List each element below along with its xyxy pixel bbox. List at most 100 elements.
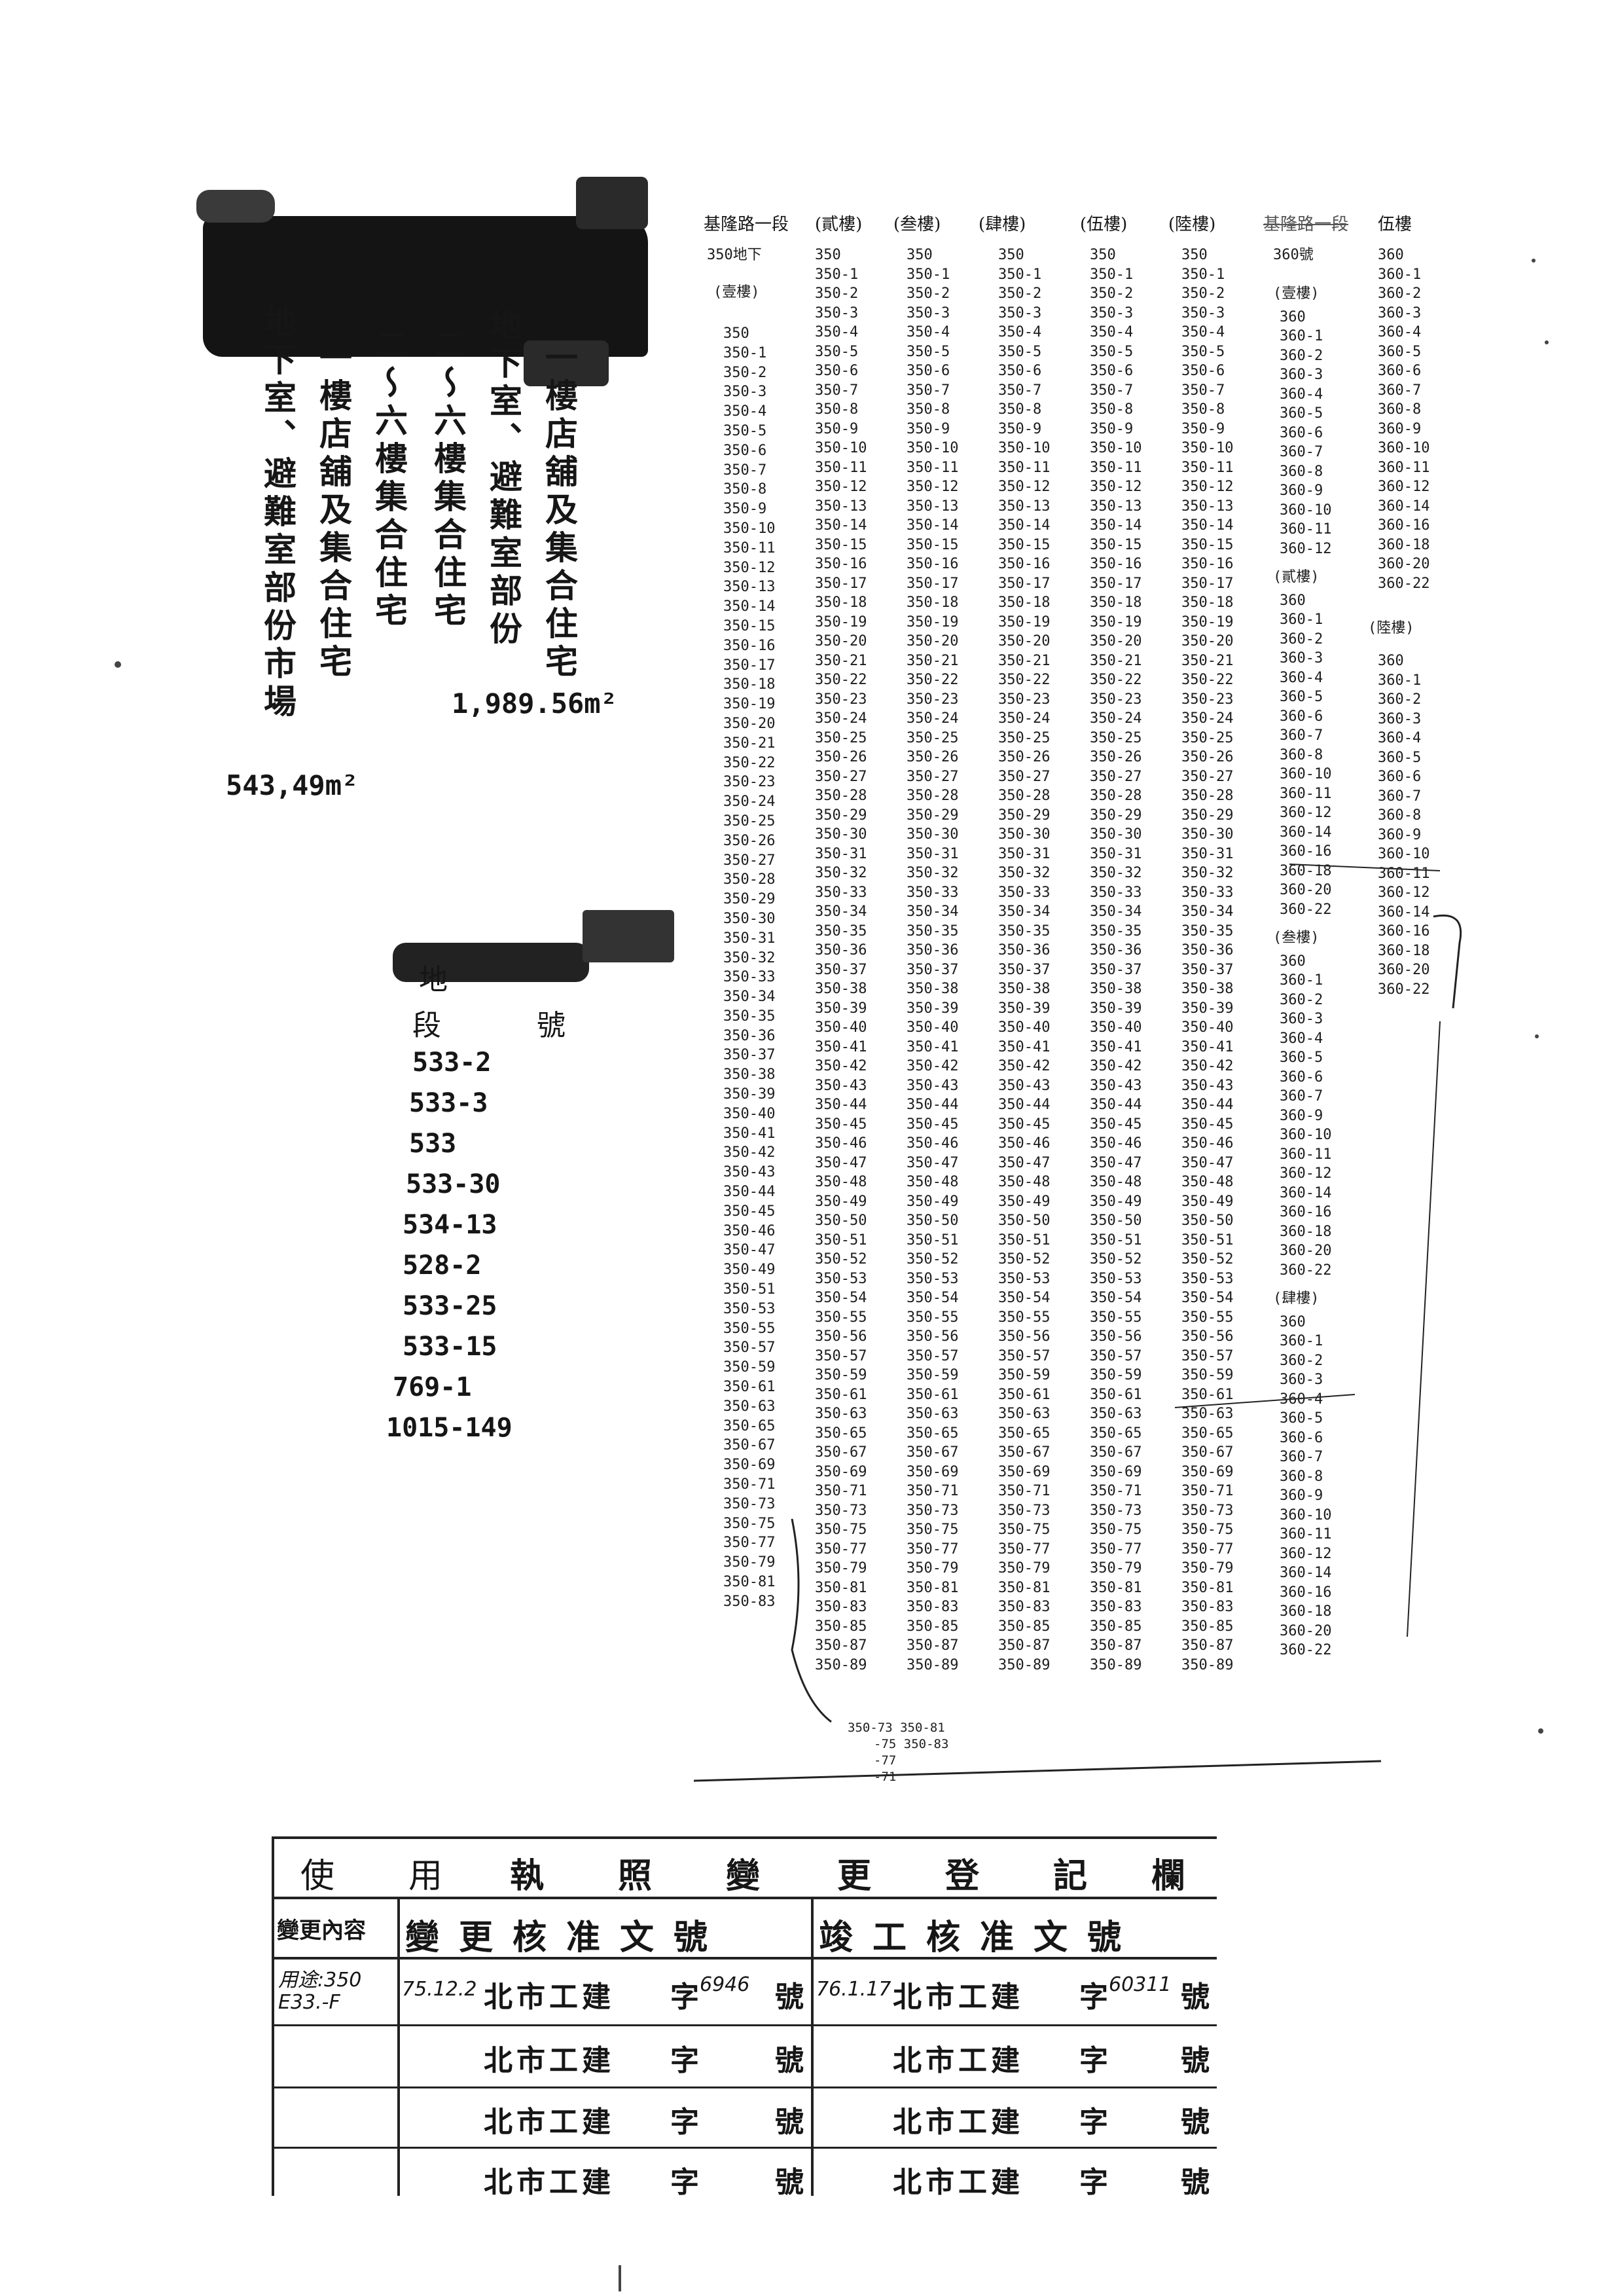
land-header-1: 地 [419,963,448,996]
table-cell: 350-4 [815,324,859,340]
table-cell: 350-29 [1181,807,1234,824]
table-header-1: 基隆路一段 [704,215,789,234]
table-cell: 350-39 [815,1000,867,1017]
table-cell: 350-13 [998,498,1051,515]
table-cell: 350 [1181,247,1208,263]
table-cell: 350-81 [998,1579,1051,1596]
table-cell: 350-40 [723,1105,776,1122]
table-cell: 350-37 [998,961,1051,978]
table-cell: 350-8 [723,481,767,498]
table-cell: 360-11 [1280,1526,1332,1542]
table-cell: 350-44 [723,1184,776,1201]
table-cell: 350-30 [723,910,776,927]
table-cell: 350-46 [815,1135,867,1152]
table-cell: 350-61 [1090,1386,1142,1403]
row2-zi-2: 字 [1079,2044,1108,2077]
table-cell: 360-9 [1280,1487,1323,1504]
table-cell: 350-3 [723,384,767,401]
table-cell: 350-89 [907,1656,959,1673]
table-cell: 350-43 [907,1077,959,1094]
table-cell: 350-16 [1090,556,1142,572]
table-cell: 350-26 [723,832,776,849]
table-cell: 350-14 [1181,517,1234,534]
table-cell: 350-67 [1090,1444,1142,1461]
table-cell: 350-83 [815,1599,867,1615]
table-cell: 350-69 [1181,1463,1234,1480]
table-cell: 350-50 [815,1212,867,1229]
table-cell: 350-23 [998,691,1051,708]
table-cell: 350-29 [998,807,1051,824]
table-cell: 350-75 [998,1522,1051,1538]
redaction-block [203,216,648,357]
table-cell: 350-65 [1090,1425,1142,1442]
table-cell: 360-3 [1280,650,1323,666]
table-cell: 360-16 [1378,517,1430,534]
table-cell: 350-87 [998,1637,1051,1654]
table-cell: 350-4 [723,403,767,420]
table-cell: 350-33 [998,884,1051,901]
table-cell: 350-3 [1090,304,1134,321]
row1-zi-2: 字 [1079,1980,1108,2014]
table-cell: 350-21 [1181,652,1234,669]
table-cell: 350-39 [723,1086,776,1103]
row4-zi-1: 字 [670,2166,699,2199]
row1-hao-2: 號 [1181,1980,1210,2014]
table-cell: 350-55 [815,1309,867,1326]
table-cell: 350-57 [907,1347,959,1364]
table-cell: 350-36 [998,942,1051,958]
table-cell: 350-75 [1181,1522,1234,1538]
area-value-1: 1,989.56m² [452,687,617,720]
table-cell: 350-9 [723,501,767,518]
table-cell: 350-18 [907,594,959,611]
table-cell: 360-10 [1378,440,1430,456]
row3-org-1: 北市工建 [484,2105,615,2139]
table-cell: 350-18 [998,594,1051,611]
table-cell: 360-2 [1280,1352,1323,1369]
table-cell: 350-6 [1090,363,1134,379]
row3-zi-1: 字 [670,2105,699,2139]
row3-hao-1: 號 [775,2105,804,2139]
table-cell: 360-3 [1378,304,1422,321]
table-cell: 350-55 [998,1309,1051,1326]
table-cell: 350-43 [1181,1077,1234,1094]
table-cell: 360-5 [1280,405,1323,422]
table-cell: 360-5 [1280,1410,1323,1427]
table-cell: 350-81 [1181,1579,1234,1596]
table-cell: 350-38 [907,981,959,997]
table-cell: 350-34 [998,903,1051,920]
table-cell: 350-40 [815,1019,867,1036]
table-cell: 350-33 [815,884,867,901]
table-cell: 350-10 [998,440,1051,456]
land-number-list: 533-2 533-3 533 533-30 534-13 528-2 533-… [386,1048,512,1453]
table-cell: 350 [907,247,933,263]
table-cell: 350-49 [815,1193,867,1210]
footnote-4: -71 [874,1770,897,1784]
table-cell: 350-22 [1181,672,1234,688]
row1-date-2: 76.1.17 [816,1978,891,2001]
table-cell: 350-30 [1090,826,1142,843]
table-cell: 350-50 [1181,1212,1234,1229]
table-cell: 350-21 [723,735,776,752]
use-line-2: 一樓店舖及集合住宅 [314,340,353,682]
table-cell: 350-59 [907,1367,959,1383]
table-cell: 360-11 [1280,785,1332,802]
table-cell: 350-11 [1181,459,1234,476]
table-cell: 350-83 [998,1599,1051,1615]
table-cell: 360-20 [1378,962,1430,978]
table-cell: 350-30 [1181,826,1234,843]
table-cell: 350-59 [1090,1367,1142,1383]
table-cell: 360-20 [1280,1243,1332,1259]
table-cell: 350-27 [907,768,959,785]
table-cell: 350-53 [815,1270,867,1287]
table-cell: 350-41 [815,1038,867,1055]
table-cell: 350-69 [1090,1463,1142,1480]
table-cell: 350-54 [907,1290,959,1306]
table-cell: 360-18 [1280,1603,1332,1620]
table-cell: 350-35 [998,922,1051,939]
row2-hao-2: 號 [1181,2044,1210,2077]
table-cell: 360-11 [1280,521,1332,538]
table-cell: 350-29 [907,807,959,824]
table-cell: 350-47 [723,1242,776,1259]
